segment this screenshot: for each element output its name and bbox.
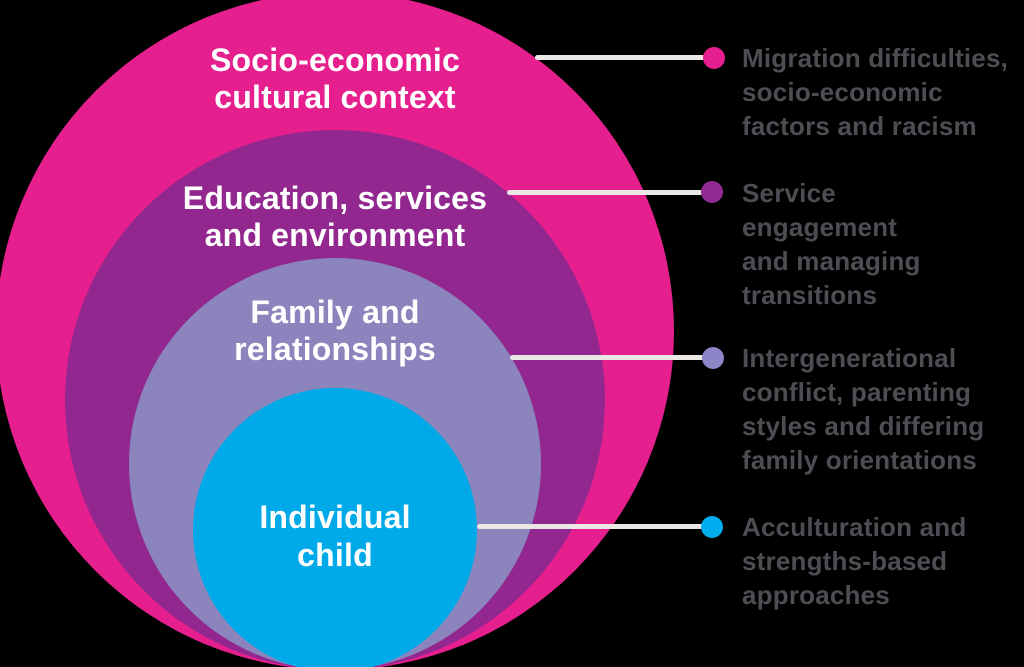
- circle-individual-child: [193, 388, 477, 667]
- callout-line: and managing: [742, 246, 921, 276]
- callout-line: transitions: [742, 280, 878, 310]
- callout-line: strengths-based: [742, 546, 948, 576]
- callout-line: styles and differing: [742, 411, 985, 441]
- callout-text-service: Service engagement and managing transiti…: [742, 176, 1024, 312]
- callout-dot-purple: [701, 181, 723, 203]
- callout-line: conflict, parenting: [742, 377, 972, 407]
- label-line: Education, services: [182, 180, 488, 216]
- connector-line-service: [507, 190, 705, 195]
- callout-dot-pink: [703, 47, 725, 69]
- callout-line: Acculturation and: [742, 512, 967, 542]
- label-line: Socio-economic: [210, 42, 460, 78]
- callout-text-migration: Migration difficulties, socio-economic f…: [742, 41, 1024, 143]
- label-individual-child: Individual child: [135, 498, 535, 574]
- label-line: and environment: [204, 217, 466, 253]
- callout-line: Migration difficulties,: [742, 43, 1009, 73]
- callout-text-intergenerational: Intergenerational conflict, parenting st…: [742, 341, 1024, 477]
- connector-line-intergenerational: [510, 355, 706, 360]
- label-line: Individual: [259, 499, 411, 535]
- callout-line: family orientations: [742, 445, 977, 475]
- callout-text-acculturation: Acculturation and strengths-based approa…: [742, 510, 1024, 612]
- label-line: relationships: [234, 331, 436, 367]
- callout-line: Intergenerational: [742, 343, 957, 373]
- callout-line: socio-economic: [742, 77, 943, 107]
- label-line: Family and: [250, 294, 420, 330]
- callout-line: Service: [742, 178, 836, 208]
- label-family-relationships: Family and relationships: [135, 294, 535, 368]
- label-socio-economic-cultural-context: Socio-economic cultural context: [135, 42, 535, 116]
- callout-line: approaches: [742, 580, 890, 610]
- callout-dot-blue: [701, 516, 723, 538]
- label-education-services-environment: Education, services and environment: [135, 180, 535, 254]
- callout-dot-lavender: [702, 347, 724, 369]
- label-line: cultural context: [214, 79, 456, 115]
- label-line: child: [297, 537, 373, 573]
- callout-line: factors and racism: [742, 111, 977, 141]
- callout-line: engagement: [742, 212, 898, 242]
- connector-line-acculturation: [477, 524, 705, 529]
- connector-line-migration: [535, 55, 707, 60]
